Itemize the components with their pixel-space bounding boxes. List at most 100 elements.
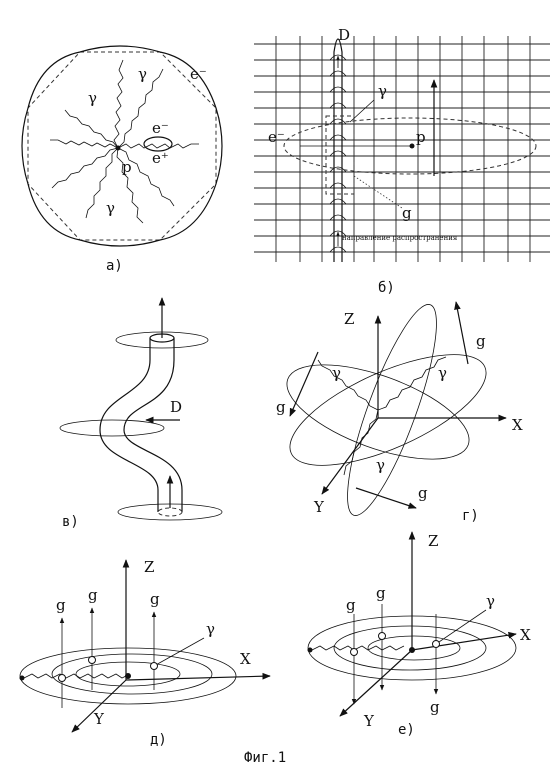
z-label: Z [144, 558, 154, 576]
gamma-label: γ [486, 592, 495, 610]
tube-bottom [157, 507, 183, 517]
particle [150, 662, 158, 670]
panel-caption: а) [106, 258, 123, 274]
g-label: g [430, 698, 440, 716]
flux-tube [99, 338, 159, 512]
panel-caption: е) [398, 722, 415, 738]
z-label: Z [428, 532, 438, 550]
x-axis [411, 631, 517, 651]
panel-e: Z X Y γ g g g е) [307, 531, 531, 738]
orbit-ellipse [19, 647, 237, 705]
flux-tube [123, 338, 183, 512]
photon-lines [317, 356, 447, 476]
panel-caption: б) [378, 280, 395, 296]
particle [58, 674, 66, 682]
electron-positron-loop [143, 136, 173, 152]
point [19, 675, 25, 681]
orbit-ellipse [289, 354, 487, 466]
panel-g: Z X Y γ γ γ g g g г) [276, 301, 523, 524]
d-label: D [338, 26, 350, 44]
photon-line [23, 673, 131, 679]
y-label: Y [313, 498, 325, 516]
g-label: g [150, 590, 160, 608]
pulse-bumps [329, 54, 347, 253]
middle-loop [59, 419, 165, 437]
orbit-ellipse [307, 615, 517, 681]
g-label: g [276, 398, 286, 416]
wavy-boundary [21, 45, 223, 247]
y-label: Y [93, 710, 105, 728]
orbit-ellipse [283, 117, 537, 175]
g-label: g [476, 332, 486, 350]
g-label: g [346, 596, 356, 614]
x-axis [125, 672, 271, 681]
gamma-label: γ [378, 82, 387, 100]
grid-lines [254, 36, 550, 262]
g-label: g [402, 204, 412, 222]
panel-caption: в) [62, 514, 79, 530]
orbit-ellipse [367, 635, 461, 661]
orbit-ellipse [51, 653, 213, 695]
proton-label: p [122, 158, 132, 176]
center-dot [409, 647, 415, 653]
particle [350, 648, 358, 656]
y-axis [321, 417, 379, 495]
gamma-leader [435, 609, 487, 645]
g-arrow [289, 351, 319, 417]
pulse-profile [333, 38, 343, 262]
dashed-region [325, 115, 355, 195]
g-label: g [376, 584, 386, 602]
gamma-label: γ [332, 364, 341, 382]
g-label: g [88, 586, 98, 604]
g-arrow [454, 301, 469, 365]
y-axis [339, 649, 413, 717]
panel-caption: д) [150, 732, 167, 748]
electron-label: e⁻ [268, 128, 285, 146]
g-label: g [418, 484, 428, 502]
y-axis [71, 679, 127, 733]
gamma-label: γ [138, 65, 147, 83]
orbit-ellipse [286, 364, 470, 460]
panel-b: D γ e⁻ p g направление распространения б… [254, 26, 550, 296]
particle [378, 632, 386, 640]
panel-a: γ γ γ e⁻ e⁻ e⁺ p а) [21, 45, 223, 274]
x-label: X [520, 626, 531, 644]
particle [432, 640, 440, 648]
gamma-label: γ [206, 620, 215, 638]
proton-dot [115, 145, 121, 151]
x-label: X [240, 650, 251, 668]
g-leader [353, 175, 403, 209]
orbit-ellipse [333, 625, 487, 671]
photon-lines [50, 59, 199, 224]
gamma-label: γ [88, 89, 97, 107]
z-label: Z [344, 310, 354, 328]
panel-caption: г) [462, 508, 479, 524]
orbit-ellipse [347, 304, 437, 516]
dashed-octagon [27, 51, 217, 241]
g-label: g [56, 596, 66, 614]
orbit-ellipse [75, 661, 181, 687]
panel-d: Z X Y γ g g g д) [19, 558, 271, 748]
panel-v: D в) [59, 297, 223, 530]
g-arrow [355, 487, 417, 509]
proton-label: p [416, 128, 426, 146]
photon-line [311, 645, 405, 651]
center-dot [125, 673, 131, 679]
d-label: D [170, 398, 182, 416]
direction-note: направление распространения [342, 234, 458, 242]
particle [88, 656, 96, 664]
electron-label: e⁻ [190, 65, 207, 83]
proton-dot [409, 143, 415, 149]
x-label: X [512, 416, 523, 434]
positron-label: e⁺ [152, 149, 169, 167]
gamma-leader [349, 99, 375, 123]
y-label: Y [363, 712, 375, 730]
bottom-loop [117, 503, 223, 521]
electron-label: e⁻ [152, 119, 169, 137]
gamma-leader [153, 637, 205, 667]
top-loop [115, 331, 209, 349]
gamma-label: γ [106, 199, 115, 217]
point [307, 647, 313, 653]
gamma-label: γ [438, 364, 447, 382]
